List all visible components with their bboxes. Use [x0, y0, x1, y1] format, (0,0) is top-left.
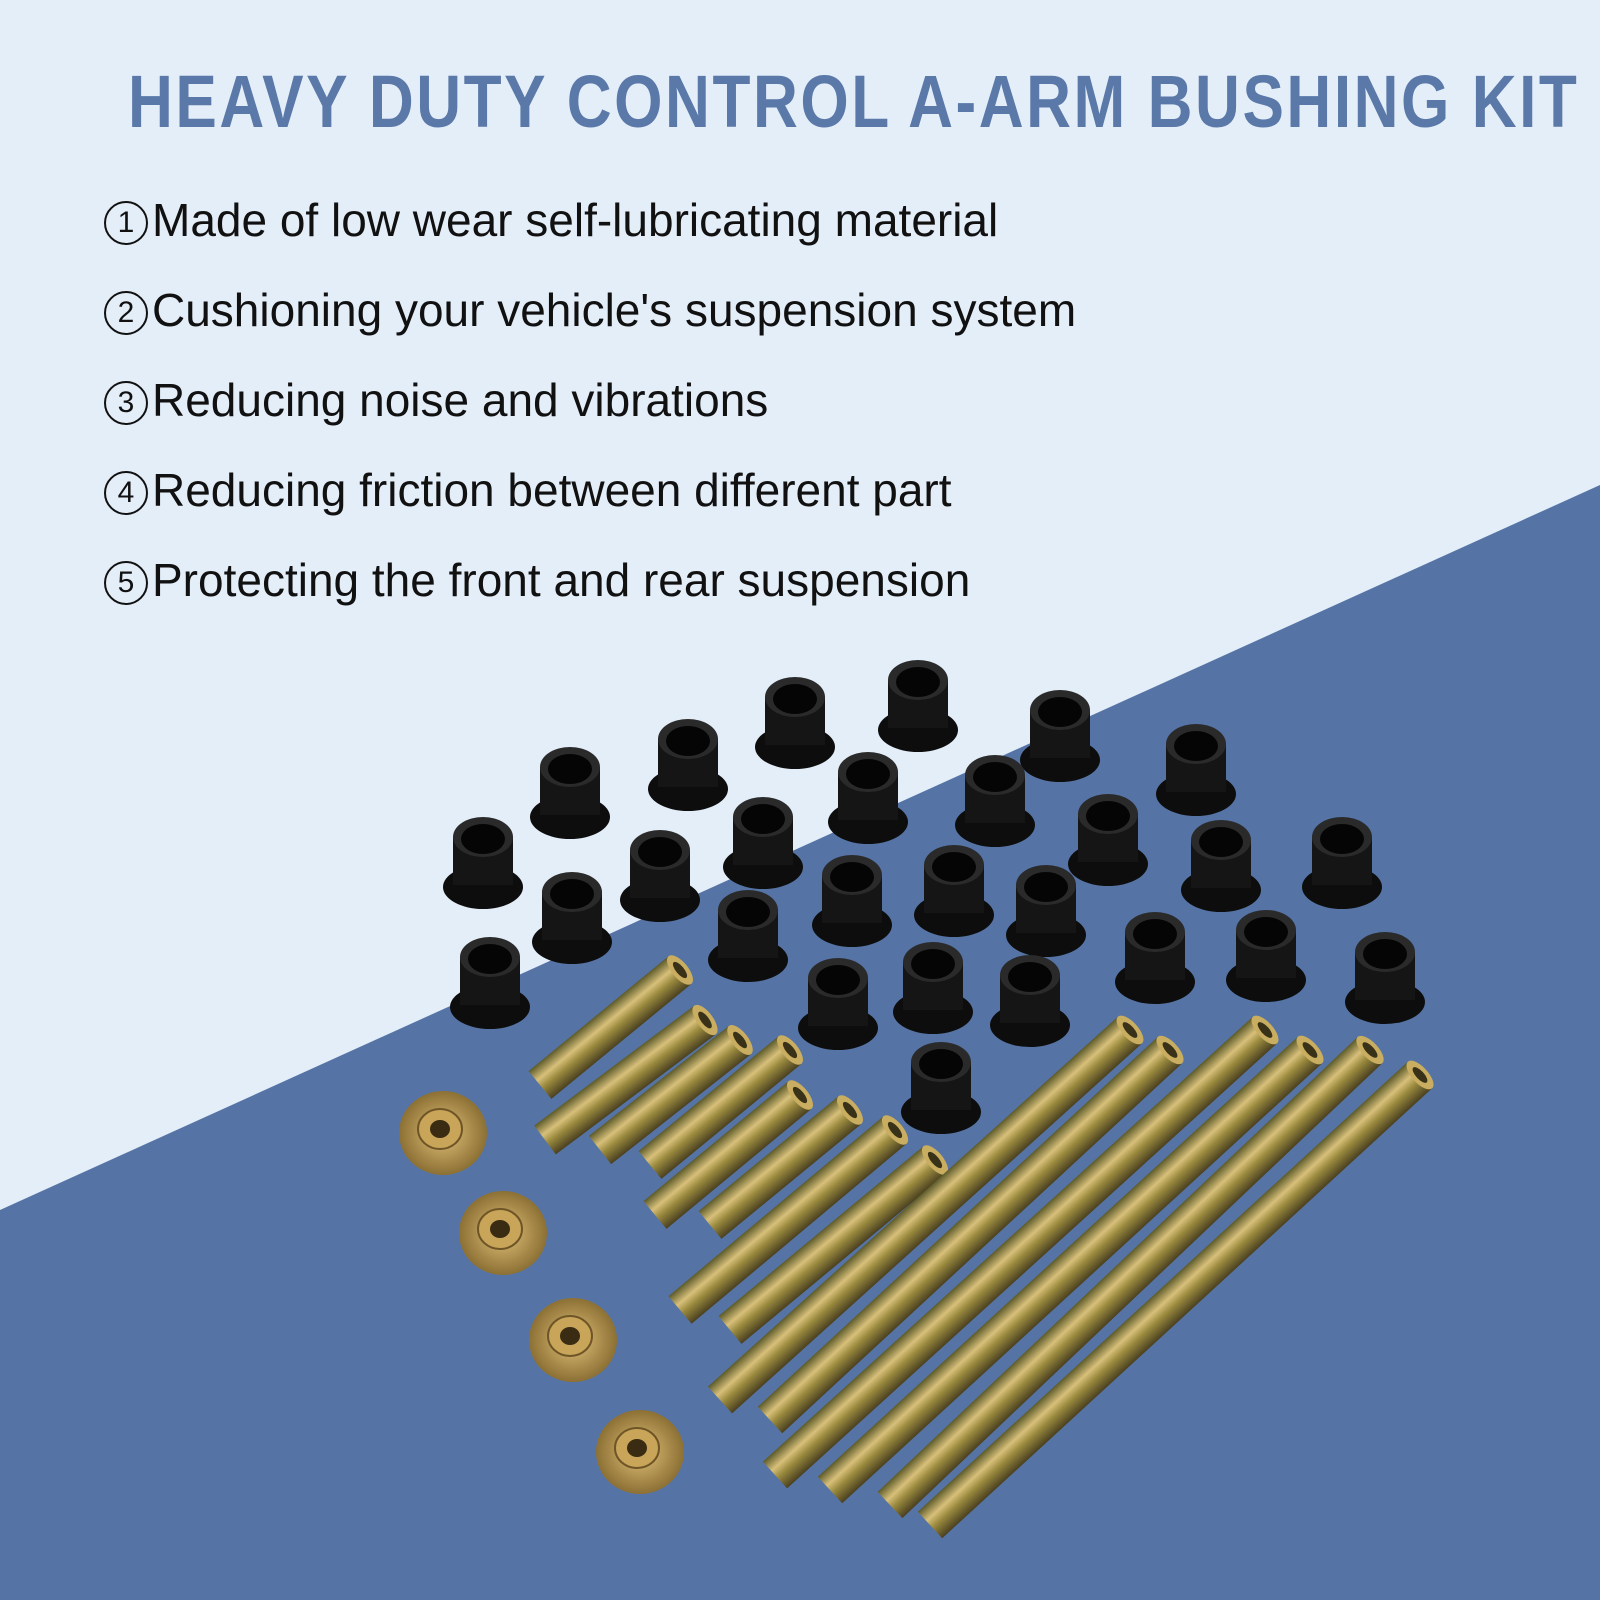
black-flanged-bushing	[990, 955, 1070, 1047]
black-flanged-bushing	[812, 855, 892, 947]
feature-text: Cushioning your vehicle's suspension sys…	[152, 284, 1077, 336]
black-flanged-bushing	[828, 752, 908, 844]
black-flanged-bushing	[708, 890, 788, 982]
black-flanged-bushing	[955, 755, 1035, 847]
black-flanged-bushing	[1156, 724, 1236, 816]
feature-text: Made of low wear self-lubricating materi…	[152, 194, 999, 246]
number-badge: 3	[104, 381, 148, 425]
black-flanged-bushing	[620, 830, 700, 922]
number-badge: 2	[104, 291, 148, 335]
black-flanged-bushing	[648, 719, 728, 811]
number-badge: 4	[104, 471, 148, 515]
black-flanged-bushing	[1020, 690, 1100, 782]
metal-sleeve-tube	[534, 1004, 718, 1155]
metal-sleeve-tube	[718, 1145, 949, 1344]
metal-sleeve-tube	[668, 1115, 909, 1324]
metal-sleeve-tube	[588, 1025, 753, 1165]
black-flanged-bushing	[1302, 817, 1382, 909]
black-flanged-bushing	[798, 958, 878, 1050]
black-flanged-bushing	[878, 660, 958, 752]
black-flanged-bushing	[1345, 932, 1425, 1024]
metal-sleeve-tube	[643, 1080, 814, 1229]
metal-sleeve-tube	[877, 1035, 1384, 1519]
black-flanged-bushing	[723, 797, 803, 889]
black-flanged-bushing	[1068, 794, 1148, 886]
black-flanged-bushing	[901, 1042, 981, 1134]
number-badge: 5	[104, 561, 148, 605]
metal-sleeve-tube	[698, 1095, 863, 1239]
black-flanged-bushing	[1115, 912, 1195, 1004]
metal-sleeve-tube	[638, 1035, 803, 1179]
metal-sleeve-tube	[762, 1015, 1279, 1489]
black-flanged-bushing	[1181, 820, 1261, 912]
metal-sleeve-tube	[528, 955, 693, 1099]
number-badge: 1	[104, 201, 148, 245]
feature-text: Reducing noise and vibrations	[152, 374, 769, 426]
metal-sleeve-tube	[817, 1035, 1324, 1504]
black-flanged-bushing	[893, 942, 973, 1034]
metal-sleeve-tube	[707, 1015, 1144, 1414]
metal-flanged-washer	[399, 1091, 487, 1175]
metal-flanged-washer	[596, 1410, 684, 1494]
black-flanged-bushing	[450, 937, 530, 1029]
metal-flanged-washer	[459, 1191, 547, 1275]
black-flanged-bushing	[530, 747, 610, 839]
metal-sleeve-tube	[917, 1060, 1434, 1539]
metal-flanged-washer	[529, 1298, 617, 1382]
black-flanged-bushing	[532, 872, 612, 964]
black-flanged-bushing	[914, 845, 994, 937]
black-flanged-bushing	[1226, 910, 1306, 1002]
page-title: HEAVY DUTY CONTROL A-ARM BUSHING KIT	[128, 60, 1580, 143]
black-flanged-bushing	[443, 817, 523, 909]
feature-text: Protecting the front and rear suspension	[152, 554, 971, 606]
black-flanged-bushing	[1006, 865, 1086, 957]
black-flanged-bushing	[755, 677, 835, 769]
feature-text: Reducing friction between different part	[152, 464, 952, 516]
metal-sleeve-tube	[757, 1035, 1184, 1434]
